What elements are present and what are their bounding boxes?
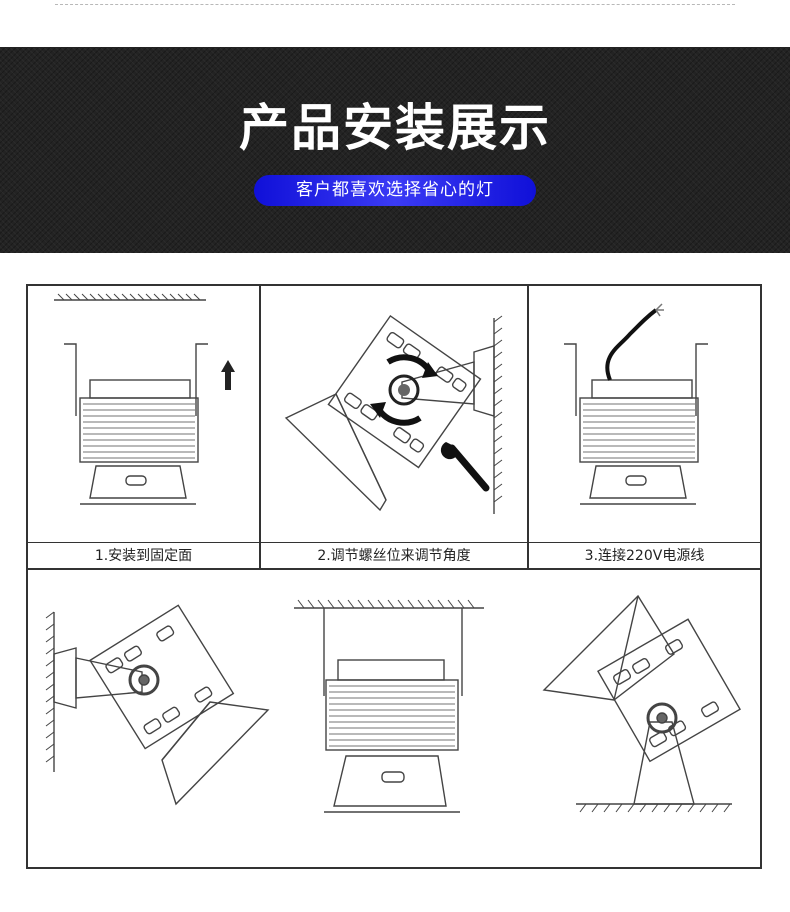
step-2-caption: 2.调节螺丝位来调节角度 bbox=[317, 548, 471, 564]
panel-divider-1 bbox=[259, 285, 261, 569]
step-3-illustration bbox=[530, 286, 760, 542]
up-arrow-icon bbox=[221, 360, 235, 390]
step-2-illustration bbox=[262, 286, 526, 542]
step-1-caption: 1.安装到固定面 bbox=[94, 548, 193, 564]
step-3-caption: 3.连接220V电源线 bbox=[584, 548, 705, 564]
floor-mount-illustration bbox=[522, 572, 752, 842]
ceiling-hang-illustration bbox=[270, 586, 510, 826]
rotate-arrows-icon bbox=[370, 354, 438, 426]
power-cable-icon bbox=[605, 303, 664, 381]
panel-divider-2 bbox=[527, 285, 529, 569]
row-divider bbox=[27, 568, 761, 570]
installation-diagram-frame bbox=[26, 284, 762, 869]
wrench-icon bbox=[440, 442, 490, 492]
subtitle-badge: 客户都喜欢选择省心的灯 bbox=[254, 175, 536, 206]
caption-divider bbox=[27, 542, 761, 543]
step-1-illustration bbox=[28, 286, 258, 542]
header-banner bbox=[0, 47, 790, 253]
top-divider bbox=[55, 4, 735, 5]
page-title: 产品安装展示 bbox=[239, 99, 551, 157]
wall-mount-side-illustration bbox=[30, 572, 270, 866]
